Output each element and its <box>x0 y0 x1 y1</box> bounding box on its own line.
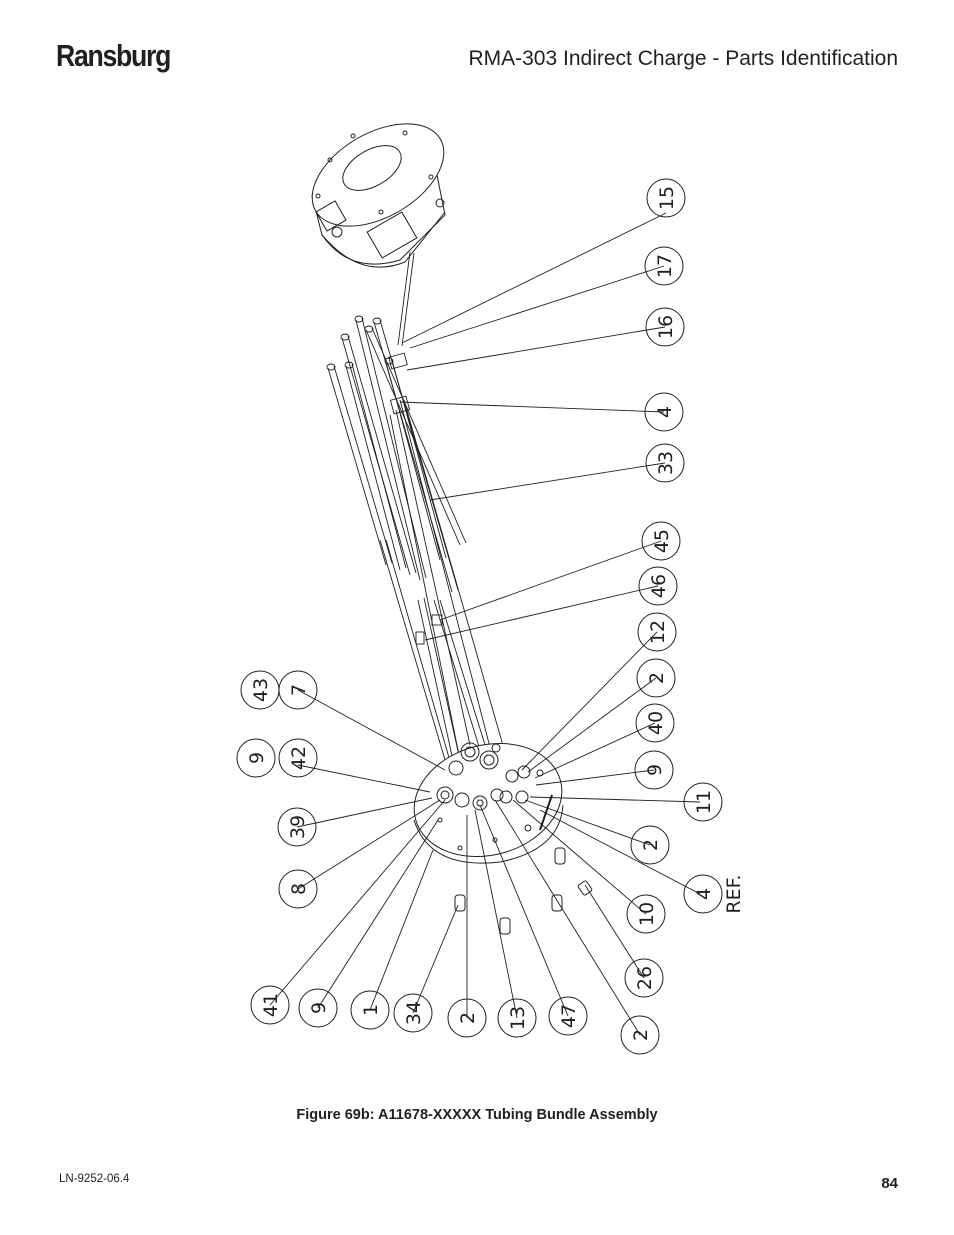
callout-26: 26 <box>634 966 656 990</box>
callout-45: 45 <box>651 529 673 553</box>
callout-16: 16 <box>655 315 677 339</box>
callout-9b: 9 <box>308 1002 330 1014</box>
callout-2d: 2 <box>457 1012 479 1024</box>
callout-42: 42 <box>288 746 310 770</box>
callout-40: 40 <box>645 711 667 735</box>
callout-4-ref: 4 <box>693 888 715 900</box>
callout-13: 13 <box>507 1006 529 1030</box>
callout-15: 15 <box>656 186 678 210</box>
base-plate <box>413 742 564 864</box>
callout-33: 33 <box>655 451 677 475</box>
callout-46: 46 <box>648 574 670 598</box>
callout-17: 17 <box>654 254 676 278</box>
callout-2c: 2 <box>630 1029 652 1041</box>
callout-circles <box>236 178 723 1055</box>
loose-fittings <box>454 847 593 935</box>
document-number: LN-9252-06.4 <box>59 1173 130 1185</box>
callout-34: 34 <box>403 1001 425 1025</box>
callout-9c: 9 <box>246 752 268 764</box>
callout-2: 2 <box>646 672 668 684</box>
callout-4: 4 <box>654 406 676 418</box>
callout-ref-label: REF. <box>723 874 745 913</box>
callout-39: 39 <box>287 815 309 839</box>
callout-47: 47 <box>558 1004 580 1028</box>
callout-43: 43 <box>250 678 272 702</box>
callout-9: 9 <box>644 764 666 776</box>
tubing-bundle <box>326 251 511 771</box>
page-title: RMA-303 Indirect Charge - Parts Identifi… <box>468 47 898 70</box>
callout-11: 11 <box>693 790 715 814</box>
manifold-ring <box>311 123 446 268</box>
brand-logo: Ransburg <box>56 38 171 73</box>
callout-2b: 2 <box>640 839 662 851</box>
callout-12: 12 <box>647 620 669 644</box>
callout-1: 1 <box>360 1004 382 1016</box>
callout-41: 41 <box>260 993 282 1017</box>
figure-caption: Figure 69b: A11678-XXXXX Tubing Bundle A… <box>296 1107 658 1123</box>
callout-labels: 15 17 16 4 33 45 46 12 2 40 9 11 2 4 REF… <box>246 186 745 1041</box>
callout-10: 10 <box>636 902 658 926</box>
callout-7: 7 <box>288 684 310 696</box>
callout-8: 8 <box>288 883 310 895</box>
page-number: 84 <box>881 1175 898 1192</box>
